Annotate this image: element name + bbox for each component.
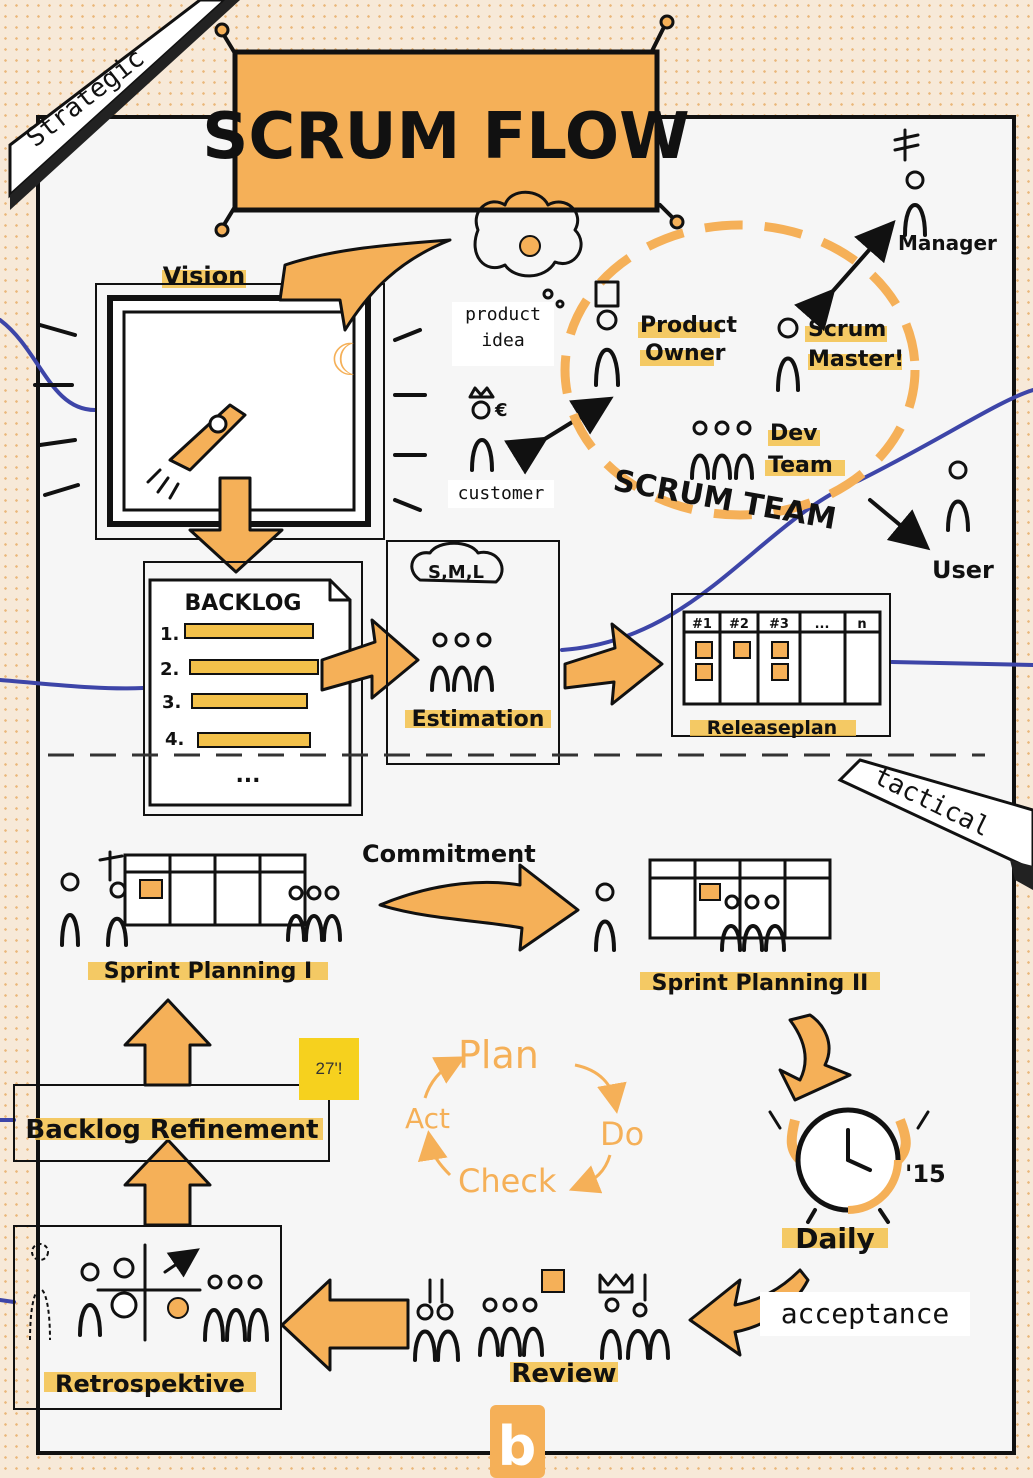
product-idea-line: product (465, 304, 541, 325)
retrospective-block: Retrospektive (13, 1225, 282, 1410)
arrow-icon (188, 476, 284, 574)
tactical-banner: tactical (837, 758, 1033, 890)
scrum-team-circle: Product Owner Scrum Master! Dev Team SCR… (560, 220, 920, 537)
backlog-item-number: 2. (160, 659, 179, 680)
daily-duration: '15 (905, 1160, 946, 1188)
arrow-icon (280, 1278, 410, 1372)
estimation-block: S,M,L Estimation (386, 540, 560, 765)
manager-figure: Manager (893, 128, 997, 255)
customer-label: customer (448, 480, 554, 508)
thought-bubble (473, 190, 583, 309)
sprint-planning-1: Sprint Planning I (60, 850, 342, 984)
page-title: SCRUM FLOW (202, 100, 690, 174)
backlog-refinement-label: Backlog Refinement (25, 1115, 318, 1145)
scrum-master-label: Scrum (808, 317, 886, 342)
arrow-icon (778, 1013, 852, 1102)
product-idea-label: product idea (452, 302, 554, 366)
backlog-refinement-block: Backlog Refinement (13, 1084, 330, 1162)
pdca-cycle: Plan Do Check Act (405, 1033, 644, 1200)
daily-label: Daily (795, 1222, 875, 1255)
dev-team-label: Dev (770, 421, 818, 446)
arrow-icon (278, 238, 452, 332)
releaseplan-board: #1 #2 #3 ... n Releaseplan (671, 593, 891, 739)
connector-line (0, 318, 97, 412)
user-figure: User (932, 460, 994, 584)
commitment-arrow (378, 863, 580, 952)
backlog-item-number: 4. (165, 729, 184, 750)
review-label: Review (511, 1359, 616, 1389)
sticky-note: 27'! (299, 1038, 359, 1100)
release-column: #1 (692, 617, 712, 632)
connector-line (0, 1298, 16, 1304)
sprint-planning-2: Sprint Planning II (594, 858, 880, 996)
release-column: ... (815, 617, 830, 632)
vision-label: Vision (163, 262, 245, 290)
daily-block: '15 Daily (768, 1107, 946, 1255)
review-block: Review (413, 1269, 670, 1389)
relation-arrow (504, 396, 614, 475)
pdca-do: Do (600, 1115, 644, 1153)
scrum-master-label: Master! (808, 347, 904, 372)
pdca-act: Act (405, 1102, 450, 1135)
backlog-document: BACKLOG 1. 2. 3. 4. ... (143, 561, 363, 816)
arrow-icon (320, 618, 420, 700)
dev-team-figures (690, 420, 754, 480)
title-card: SCRUM FLOW (202, 14, 690, 238)
product-owner-label: Owner (645, 341, 726, 366)
arrow-icon (563, 622, 664, 706)
product-owner-label: Product (640, 313, 738, 338)
acceptance-label: acceptance (760, 1292, 970, 1336)
arrow-icon (123, 998, 212, 1087)
pdca-check: Check (458, 1162, 557, 1200)
releaseplan-label: Releaseplan (707, 717, 837, 739)
release-column: n (857, 617, 866, 632)
arrow-icon (123, 1138, 212, 1227)
relation-arrow (794, 220, 896, 332)
backlog-more: ... (235, 763, 260, 788)
backlog-item-number: 3. (162, 692, 181, 713)
pdca-plan: Plan (458, 1033, 539, 1077)
gift-icon (541, 1269, 565, 1293)
moon-icon: ☾ (330, 335, 369, 386)
estimation-sizes: S,M,L (428, 562, 484, 583)
glow-rays (33, 323, 427, 512)
relation-arrow (868, 498, 931, 551)
release-column: #2 (729, 617, 749, 632)
commitment-label: Commitment (362, 840, 536, 868)
smiley-icon (113, 1257, 135, 1279)
backlog-title: BACKLOG (185, 591, 302, 616)
euro-icon: € (494, 400, 508, 421)
connector-line (0, 678, 145, 691)
estimation-label: Estimation (412, 707, 545, 732)
product-idea-line: idea (481, 330, 525, 352)
backlog-item-number: 1. (160, 624, 179, 645)
release-column: #3 (769, 617, 789, 632)
scrum-master-figure (776, 317, 800, 392)
connector-line (890, 660, 1033, 667)
manager-label: Manager (898, 231, 997, 255)
product-owner-figure (594, 280, 620, 387)
retrospective-label: Retrospektive (55, 1370, 245, 1398)
lightbulb-icon (167, 1297, 189, 1319)
dev-team-label: Team (768, 453, 833, 478)
user-label: User (932, 556, 994, 584)
lightbulb-icon (519, 235, 541, 257)
thundercloud-icon (110, 1291, 138, 1319)
sprint-planning-2-label: Sprint Planning II (652, 971, 869, 996)
customer-figure: € (468, 386, 508, 472)
logo: b (490, 1405, 545, 1478)
rocket-icon (146, 403, 247, 500)
logo-mark: b (498, 1415, 537, 1478)
sprint-planning-1-label: Sprint Planning I (104, 959, 312, 984)
